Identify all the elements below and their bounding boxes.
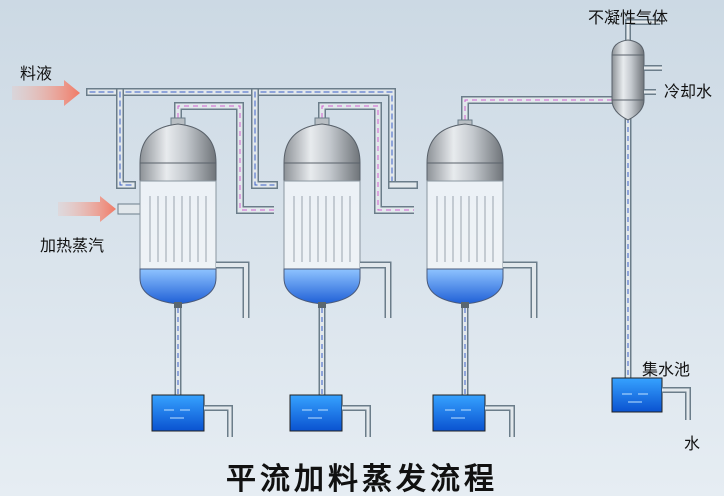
product-pipes (174, 308, 469, 400)
evaporator-1 (139, 117, 217, 308)
cooling-water-label: 冷却水 (664, 82, 713, 101)
heating-steam-label: 加热蒸汽 (40, 236, 105, 255)
feed-arrow (12, 80, 80, 106)
water-out-label: 水 (684, 434, 701, 453)
feed-label: 料液 (20, 64, 53, 83)
evaporator-2 (283, 117, 361, 308)
condensate-outlets (216, 261, 538, 318)
water-tank (611, 377, 691, 420)
steam-arrow (58, 196, 116, 222)
condenser-icon (611, 19, 662, 385)
collection-tank-3 (432, 394, 515, 437)
page-title: 平流加料蒸发流程 (226, 462, 498, 497)
steam-inlet-pipe (117, 203, 141, 215)
water-tank-label: 集水池 (642, 360, 691, 379)
vapor-pipes (174, 96, 612, 214)
feed-header-pipe (86, 88, 418, 189)
noncondensable-gas-label: 不凝性气体 (588, 8, 669, 27)
evaporator-3 (426, 119, 504, 308)
collection-tank-2 (289, 394, 371, 437)
collection-tank-1 (151, 394, 233, 437)
